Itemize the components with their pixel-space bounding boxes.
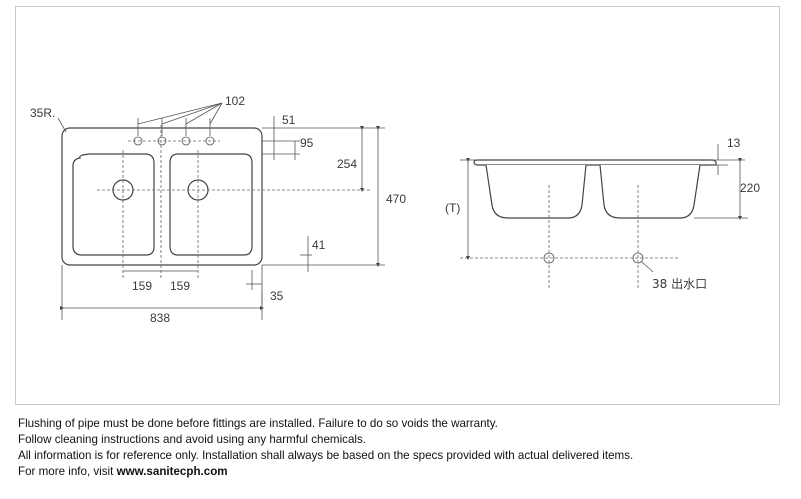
left-outlet <box>543 252 555 264</box>
note-line-3: All information is for reference only. I… <box>18 449 634 462</box>
technical-drawing: 102 35R. 51 95 254 470 41 159 159 35 <box>30 94 760 325</box>
side-view: 38 出水口 13 220 (T) <box>445 136 760 291</box>
dim-label-t: (T) <box>445 201 460 215</box>
top-view: 102 35R. 51 95 254 470 41 159 159 35 <box>30 94 406 325</box>
dim-label-41: 41 <box>312 238 326 252</box>
note-line-4-prefix: For more info, visit <box>18 465 117 478</box>
dim-label-254: 254 <box>337 157 357 171</box>
note-line-1: Flushing of pipe must be done before fit… <box>18 417 498 430</box>
website-link[interactable]: www.sanitecph.com <box>116 465 228 478</box>
right-outlet <box>632 252 644 264</box>
notes-block: Flushing of pipe must be done before fit… <box>18 416 788 480</box>
left-bowl <box>72 153 155 256</box>
drawing-frame <box>15 6 780 405</box>
dim-label-35: 35 <box>270 289 284 303</box>
dim-label-220: 220 <box>740 181 760 195</box>
dim-label-51: 51 <box>282 113 296 127</box>
note-line-2: Follow cleaning instructions and avoid u… <box>18 433 366 446</box>
dim-label-159-right: 159 <box>170 279 190 293</box>
dim-label-838: 838 <box>150 311 170 325</box>
side-right-bowl <box>599 164 701 219</box>
dim-label-159-left: 159 <box>132 279 152 293</box>
note-line-4: For more info, visit www.sanitecph.com <box>18 464 788 480</box>
side-rim <box>473 159 717 166</box>
dim-label-13: 13 <box>727 136 741 150</box>
dim-label-470: 470 <box>386 192 406 206</box>
dim-label-102: 102 <box>225 94 245 108</box>
outlet-label: 38 出水口 <box>652 277 707 291</box>
right-bowl <box>169 153 253 256</box>
side-left-bowl <box>485 164 587 219</box>
dim-label-35r: 35R. <box>30 106 55 120</box>
dim-label-95: 95 <box>300 136 314 150</box>
